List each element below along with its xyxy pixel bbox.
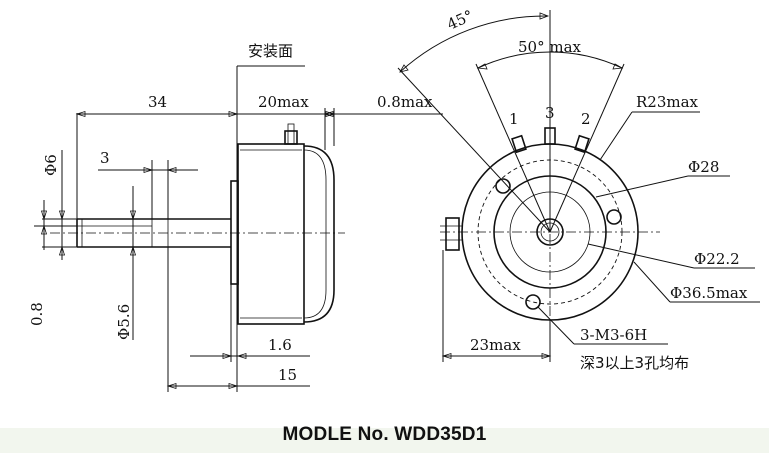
model-caption: MODLE No. WDD35D1 xyxy=(282,424,487,445)
body xyxy=(237,143,335,325)
terminal-2 xyxy=(574,134,590,154)
caption-bar xyxy=(0,428,769,453)
dim-flange-thickness: 1.6 xyxy=(268,336,292,354)
anti-rotation-lug xyxy=(440,217,462,251)
dim-width: 23max xyxy=(470,336,521,354)
dim-bushing-length: 15 xyxy=(278,366,297,384)
shaft xyxy=(50,218,345,248)
terminal-top xyxy=(284,123,298,145)
terminal-2-label: 2 xyxy=(581,110,591,128)
dim-radius: R23max xyxy=(636,93,699,111)
side-view: 安装面 34 20max 0.8max Φ6 3 xyxy=(28,42,443,392)
dim-body-depth: 20max xyxy=(258,93,309,111)
dim-d22: Φ22.2 xyxy=(694,250,740,268)
angle-elec-label: 50° max xyxy=(518,38,582,56)
dim-d28: Φ28 xyxy=(688,158,719,176)
mount-hole-2 xyxy=(606,209,622,225)
dim-shaft-length: 34 xyxy=(148,93,167,111)
dim-flat-dia: Φ5.6 xyxy=(115,304,133,340)
dim-d365: Φ36.5max xyxy=(670,284,748,302)
mount-hole-3 xyxy=(525,294,541,310)
dim-flat-length: 3 xyxy=(100,149,110,167)
front-view: 1 3 2 45° 50° max R23max Φ28 Φ22.2 Φ36.5… xyxy=(397,6,760,372)
holes-note: 深3以上3孔均布 xyxy=(580,354,689,372)
dim-flat-depth: 0.8 xyxy=(28,302,46,326)
dim-holes: 3-M3-6H xyxy=(580,326,647,344)
mount-hole-1 xyxy=(495,178,511,194)
mounting-face-label: 安装面 xyxy=(248,42,293,60)
dim-shaft-dia: Φ6 xyxy=(42,154,60,176)
terminal-1-label: 1 xyxy=(509,110,519,128)
terminal-1 xyxy=(511,134,527,154)
dim-gap: 0.8max xyxy=(377,93,433,111)
